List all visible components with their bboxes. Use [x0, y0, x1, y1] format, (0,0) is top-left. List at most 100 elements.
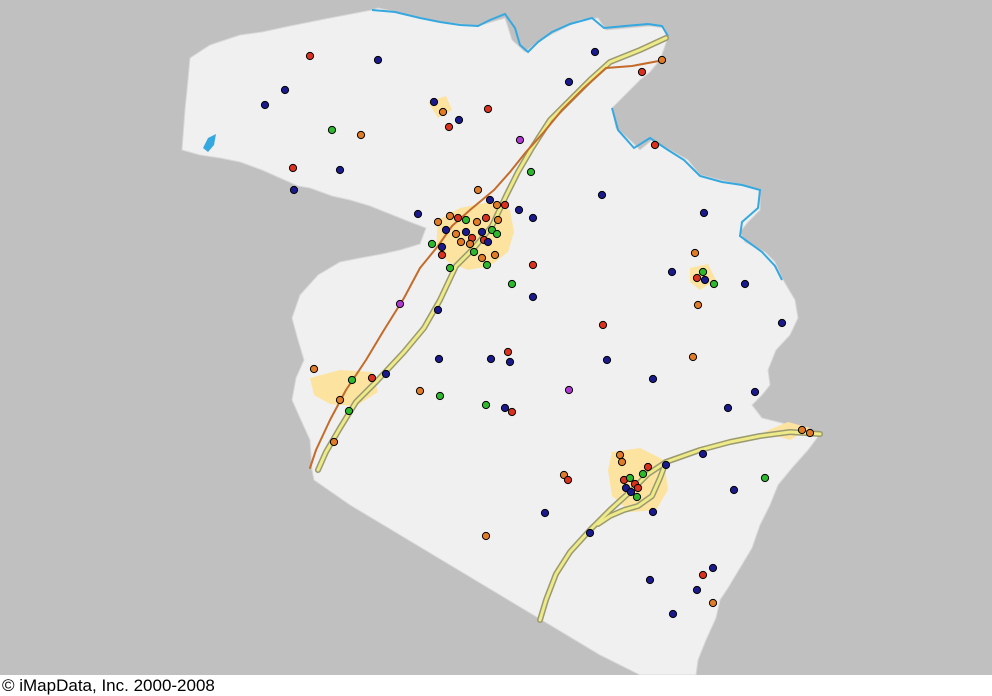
place-marker	[260, 100, 270, 110]
place-marker	[381, 369, 391, 379]
place-marker	[445, 211, 455, 221]
place-marker	[700, 275, 710, 285]
place-marker	[473, 185, 483, 195]
place-marker	[693, 300, 703, 310]
place-marker	[708, 598, 718, 608]
place-marker	[505, 357, 515, 367]
place-marker	[373, 55, 383, 65]
place-marker	[500, 403, 510, 413]
place-marker	[602, 355, 612, 365]
place-marker	[626, 487, 636, 497]
place-marker	[493, 215, 503, 225]
place-marker	[540, 508, 550, 518]
place-marker	[481, 400, 491, 410]
place-marker	[698, 267, 708, 277]
place-marker	[648, 507, 658, 517]
place-marker	[413, 209, 423, 219]
place-marker	[698, 570, 708, 580]
place-marker	[451, 229, 461, 239]
place-marker	[760, 473, 770, 483]
place-marker	[435, 391, 445, 401]
place-marker	[483, 237, 493, 247]
place-marker	[433, 305, 443, 315]
place-marker	[632, 492, 642, 502]
place-marker	[515, 135, 525, 145]
place-marker	[437, 242, 447, 252]
place-marker	[648, 374, 658, 384]
place-marker	[564, 77, 574, 87]
place-marker	[729, 485, 739, 495]
place-markers	[260, 47, 815, 619]
place-marker	[690, 248, 700, 258]
place-marker	[709, 279, 719, 289]
place-marker	[692, 273, 702, 283]
place-marker	[335, 165, 345, 175]
place-marker	[514, 205, 524, 215]
place-marker	[633, 483, 643, 493]
place-marker	[590, 47, 600, 57]
place-marker	[289, 185, 299, 195]
place-marker	[528, 213, 538, 223]
place-marker	[347, 375, 357, 385]
place-marker	[777, 318, 787, 328]
place-marker	[564, 385, 574, 395]
place-marker	[454, 115, 464, 125]
place-marker	[699, 208, 709, 218]
copyright-notice: © iMapData, Inc. 2000-2008	[0, 675, 992, 696]
place-marker	[507, 279, 517, 289]
place-marker	[492, 229, 502, 239]
place-marker	[750, 387, 760, 397]
place-marker	[481, 213, 491, 223]
place-marker	[445, 263, 455, 273]
place-marker	[585, 528, 595, 538]
place-marker	[615, 450, 625, 460]
place-marker	[667, 267, 677, 277]
place-marker	[638, 469, 648, 479]
river-east	[611, 107, 783, 281]
place-marker	[456, 237, 466, 247]
place-marker	[688, 352, 698, 362]
place-marker	[492, 200, 502, 210]
place-marker	[500, 200, 510, 210]
place-marker	[427, 239, 437, 249]
lake-west	[203, 134, 216, 152]
place-marker	[309, 364, 319, 374]
place-marker	[472, 217, 482, 227]
place-marker	[437, 250, 447, 260]
place-marker	[477, 227, 487, 237]
map-canvas[interactable]	[0, 0, 992, 675]
place-marker	[643, 462, 653, 472]
place-marker	[645, 575, 655, 585]
place-marker	[438, 107, 448, 117]
place-marker	[482, 260, 492, 270]
place-marker	[327, 125, 337, 135]
place-marker	[661, 460, 671, 470]
place-marker	[441, 225, 451, 235]
place-marker	[650, 140, 660, 150]
place-marker	[453, 213, 463, 223]
place-marker	[280, 85, 290, 95]
place-marker	[486, 354, 496, 364]
place-marker	[797, 425, 807, 435]
place-marker	[367, 373, 377, 383]
place-marker	[395, 299, 405, 309]
place-marker	[507, 407, 517, 417]
place-marker	[708, 563, 718, 573]
place-marker	[344, 406, 354, 416]
place-marker	[692, 585, 702, 595]
place-marker	[483, 104, 493, 114]
place-marker	[598, 320, 608, 330]
river-north	[371, 9, 669, 54]
place-marker	[657, 55, 667, 65]
place-marker	[698, 449, 708, 459]
place-marker	[563, 475, 573, 485]
place-marker	[805, 428, 815, 438]
place-marker	[485, 195, 495, 205]
place-marker	[477, 253, 487, 263]
place-marker	[433, 217, 443, 227]
place-marker	[597, 190, 607, 200]
place-marker	[490, 250, 500, 260]
place-marker	[356, 130, 366, 140]
place-marker	[335, 395, 345, 405]
